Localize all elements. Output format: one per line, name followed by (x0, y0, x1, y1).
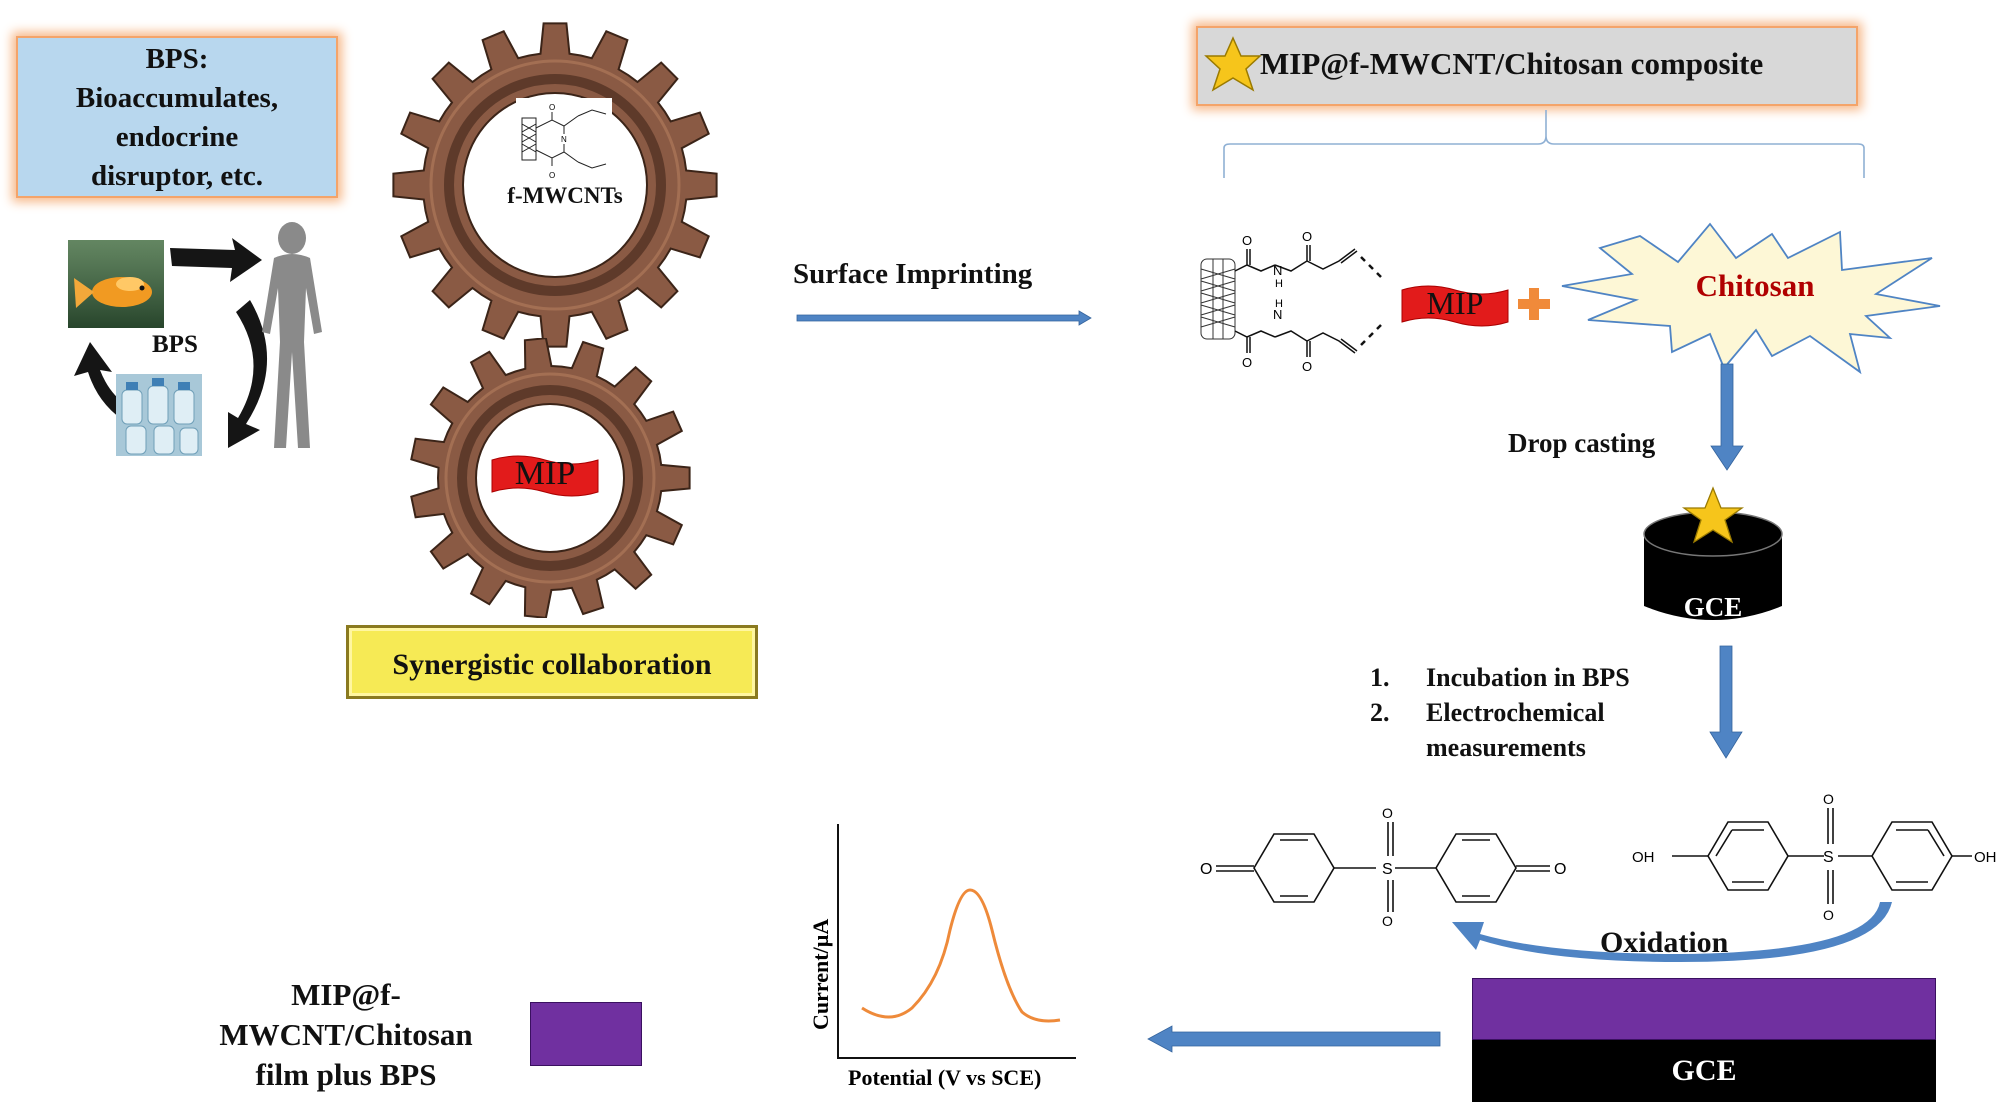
voltammogram-xlabel: Potential (V vs SCE) (848, 1065, 1041, 1090)
water-bottles-photo (116, 374, 202, 456)
gear-bottom-body (410, 338, 691, 618)
amide-h2: H (1275, 298, 1283, 310)
step-2: 2. Electrochemical measurements (1370, 695, 1646, 765)
gce-electrode (1643, 486, 1783, 620)
quinone-o-top: O (1382, 805, 1393, 821)
step-1-num: 1. (1370, 663, 1390, 692)
film-layer (1472, 978, 1936, 1040)
bps-box-line2: Bioaccumulates, (75, 82, 279, 114)
collab-box: Synergistic collaboration (346, 625, 758, 699)
bps-o-top: O (1823, 791, 1834, 807)
mip-tag-gear (491, 455, 599, 497)
composite-brace (1223, 110, 1865, 178)
composite-box: MIP@f-MWCNT/Chitosan composite (1196, 26, 1858, 106)
mip-tag-composite (1401, 285, 1509, 327)
gce-label: GCE (1683, 592, 1743, 622)
gear-bottom-rim (457, 385, 643, 571)
film-label-line2: MWCNT/Chitosan (219, 1017, 473, 1052)
step-1: 1. Incubation in BPS (1370, 660, 1646, 695)
plus-icon (1518, 288, 1550, 320)
step-2-text: Electrochemical measurements (1426, 698, 1605, 762)
gear-top-rim (444, 74, 666, 296)
mip-composite-label: MIP (1426, 285, 1484, 321)
chitosan-burst (1561, 222, 1941, 375)
voltammogram-curve (861, 888, 1061, 1023)
bps-structure: OH O S O OH (1632, 791, 1997, 923)
gear-top (392, 22, 718, 348)
collab-label: Synergistic collaboration (392, 648, 712, 681)
film-label-line1: MIP@f- (291, 977, 401, 1012)
steps-list: 1. Incubation in BPS 2. Electrochemical … (1370, 660, 1646, 765)
mwcnt-structure-small: O O N (516, 98, 612, 182)
voltammogram: Current/µA Potential (V vs SCE) (808, 824, 1076, 1090)
oxidized-bps-structure: O O S O O (1200, 805, 1566, 929)
bps-info-box: BPS: Bioaccumulates, endocrine disruptor… (16, 36, 338, 198)
mwcnt-small-o2: O (549, 171, 555, 180)
amide-o2: O (1302, 229, 1312, 244)
incubation-arrow (1709, 645, 1743, 759)
fish-photo (68, 240, 164, 328)
bps-o-bottom: O (1823, 907, 1834, 923)
gear-top-highlight (429, 59, 681, 311)
drop-casting-arrow (1710, 363, 1744, 471)
gear-bottom-highlight (444, 372, 656, 584)
composite-label: MIP@f-MWCNT/Chitosan composite (1260, 46, 1764, 81)
amide-o1: O (1242, 233, 1252, 248)
quinone-o-bottom: O (1382, 913, 1393, 929)
measurement-arrow (1147, 1025, 1441, 1053)
film-label-line3: film plus BPS (255, 1057, 437, 1092)
voltammogram-ylabel: Current/µA (808, 919, 833, 1030)
bps-oh-right: OH (1974, 849, 1997, 866)
chitosan-label: Chitosan (1695, 268, 1815, 303)
amide-h1: H (1275, 278, 1283, 290)
quinone-o-left: O (1200, 861, 1212, 878)
bps-box-line4: disruptor, etc. (90, 160, 264, 192)
amide-o4: O (1302, 359, 1312, 374)
gear-bottom-label: MIP (514, 455, 576, 492)
bps-oh-left: OH (1632, 849, 1655, 866)
quinone-s: S (1382, 861, 1393, 878)
gear-bottom (410, 338, 691, 618)
film-label: MIP@f- MWCNT/Chitosan film plus BPS (196, 975, 496, 1095)
step-2-num: 2. (1370, 698, 1390, 727)
step-1-text: Incubation in BPS (1426, 663, 1630, 692)
gear-top-label: f-MWCNTs (507, 183, 623, 208)
bps-s: S (1823, 849, 1834, 866)
mwcnt-structure: O O N H H N O O (1200, 229, 1382, 374)
nanotube-icon (1200, 258, 1236, 340)
oxidation-label: Oxidation (1600, 926, 1729, 959)
mwcnt-small-n: N (561, 135, 567, 144)
quinone-o-right: O (1554, 861, 1566, 878)
drop-casting-label: Drop casting (1508, 428, 1656, 458)
surface-imprinting-label: Surface Imprinting (793, 258, 1033, 290)
amide-o3: O (1242, 355, 1252, 370)
mwcnt-small-o1: O (549, 103, 555, 112)
cycle-label: BPS (152, 331, 198, 358)
film-swatch (530, 1002, 642, 1066)
amide-n1: N (1273, 263, 1282, 278)
bps-box-line3: endocrine (115, 121, 239, 153)
bps-cycle-graphic (68, 222, 322, 456)
surface-imprinting-arrow (796, 310, 1092, 326)
gce-bottom-block: GCE (1472, 1040, 1936, 1102)
gce-bottom-label: GCE (1671, 1054, 1737, 1087)
amide-n2: N (1273, 307, 1282, 322)
human-silhouette-icon (262, 222, 322, 448)
bps-box-line1: BPS: (145, 43, 209, 75)
star-icon (1204, 36, 1262, 92)
